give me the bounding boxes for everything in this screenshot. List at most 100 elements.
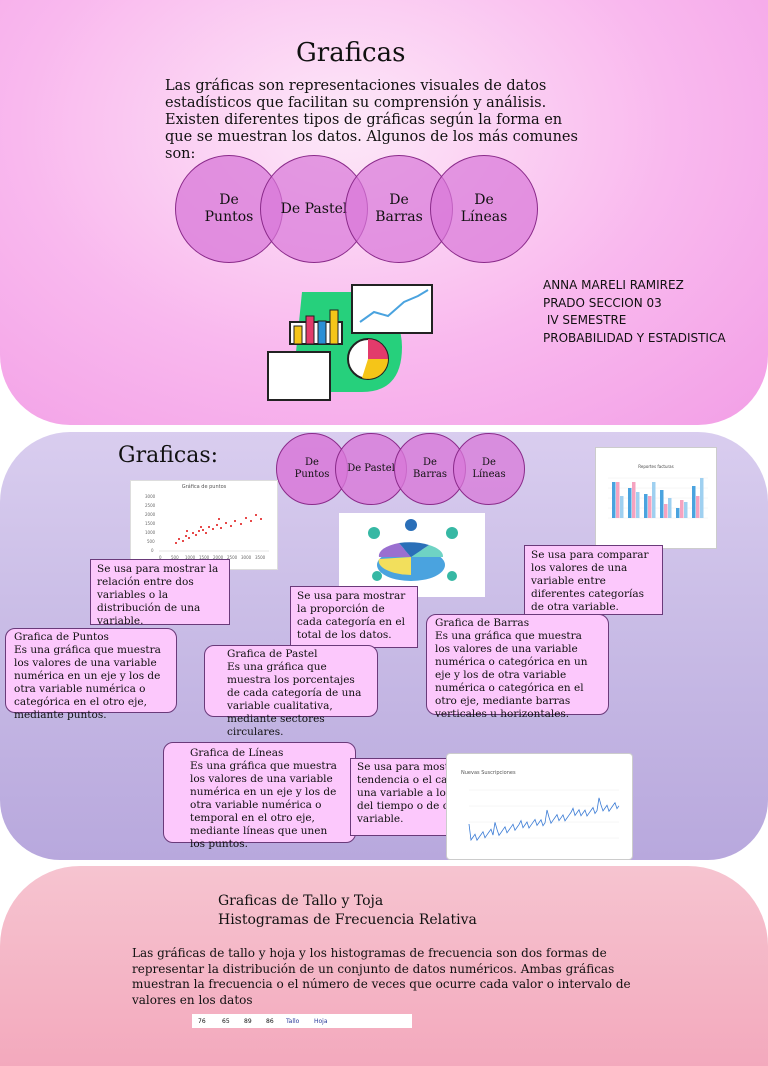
puntos-title: Grafica de Puntos — [14, 631, 109, 643]
lineas-definition: Es una gráfica que muestra los valores d… — [190, 760, 337, 850]
tick-label: 3000 — [241, 555, 252, 560]
scatter-point — [250, 520, 252, 522]
barras-definition-box: Grafica de Barras Es una gráfica que mue… — [426, 614, 609, 720]
scatter-point — [234, 520, 236, 522]
bar-mark — [616, 482, 620, 518]
circle-label: De Puntos — [204, 192, 254, 225]
stem-leaf-body: Las gráficas de tallo y hoja y los histo… — [132, 946, 631, 1007]
bar-mark — [648, 496, 652, 518]
bar-mark — [644, 494, 648, 518]
lineas-use-box: Se usa para mostrar la tendencia o el ca… — [350, 758, 452, 836]
pastel-definition: Es una gráfica que muestra los porcentaj… — [227, 661, 362, 738]
bar-mark — [676, 508, 680, 518]
table-cell: 65 — [222, 1018, 230, 1025]
bar-mark — [620, 496, 624, 518]
tick-label: 1500 — [145, 521, 156, 526]
pastel-use-box: Se usa para mostrar la proporción de cad… — [290, 586, 418, 648]
bar-plot — [608, 477, 708, 519]
lineas-definition-box: Grafica de Líneas Es una gráfica que mue… — [163, 742, 356, 850]
table-cell: 86 — [266, 1018, 274, 1025]
pie-3d-icon — [368, 519, 458, 581]
scatter-point — [188, 537, 190, 539]
bar-mark — [636, 492, 640, 518]
scatter-point — [208, 526, 210, 528]
scatter-title: Gráfica de puntos — [181, 484, 227, 490]
circle-label: De Pastel — [280, 200, 348, 217]
circle-lineas: De Líneas — [430, 155, 538, 263]
table-cell: Tallo — [286, 1018, 300, 1025]
circle-label: De Líneas — [472, 457, 506, 480]
scatter-point — [182, 540, 184, 542]
scatter-point — [218, 518, 220, 520]
scatter-point — [185, 535, 187, 537]
circle-label: De Líneas — [460, 192, 508, 225]
barras-title: Grafica de Barras — [435, 617, 530, 629]
tick-label: 0 — [159, 555, 162, 560]
table-cell: 89 — [244, 1018, 252, 1025]
charts-illustration-icon — [267, 284, 433, 401]
author-line: ANNA MARELI RAMIREZ — [543, 278, 684, 292]
scatter-point — [212, 528, 214, 530]
histogram-title: Histogramas de Frecuencia Relativa — [218, 912, 477, 928]
bar-mark — [668, 498, 672, 518]
stem-leaf-title: Graficas de Tallo y Toja — [218, 893, 384, 909]
tick-label: 2500 — [227, 555, 238, 560]
bar-mark — [612, 482, 616, 518]
puntos-definition: Es una gráfica que muestra los valores d… — [14, 644, 161, 721]
bar-mark — [700, 478, 704, 518]
bar-mark — [664, 504, 668, 518]
line-plot — [468, 789, 620, 842]
circle-label: De Puntos — [294, 457, 330, 480]
pie-chart-image — [339, 513, 485, 597]
scatter-point — [245, 517, 247, 519]
bar-mark — [680, 500, 684, 518]
pastel-definition-box: Grafica de Pastel Es una gráfica que mue… — [204, 645, 378, 738]
section-title: Graficas: — [118, 443, 219, 468]
small-circle-lineas: De Líneas — [453, 433, 525, 505]
scatter-point — [202, 529, 204, 531]
scatter-chart-image: Gráfica de puntos 3000 2500 2000 1500 10… — [130, 480, 278, 570]
barras-use-box: Se usa para comparar los valores de una … — [524, 545, 663, 615]
intro-text: Las gráficas son representaciones visual… — [165, 78, 578, 162]
scatter-point — [260, 518, 262, 520]
table-cell: Hoja — [314, 1018, 328, 1025]
tick-label: 1500 — [199, 555, 210, 560]
line-chart-image: Nuevas Suscripciones — [446, 753, 633, 860]
lineas-title: Grafica de Líneas — [190, 747, 284, 759]
scatter-point — [200, 526, 202, 528]
scatter-point — [192, 532, 194, 534]
author-line: PROBABILIDAD Y ESTADISTICA — [543, 330, 726, 345]
bar-title: Reportes facturas — [638, 464, 674, 469]
bar-mark — [632, 482, 636, 518]
bar-mark — [684, 502, 688, 518]
author-line: PRADO SECCION 03 — [543, 295, 662, 310]
scatter-plot: 3000 2500 2000 1500 1000 500 0 0 500 100… — [145, 494, 269, 560]
tick-label: 500 — [171, 555, 179, 560]
circle-label: De Barras — [375, 192, 423, 225]
scatter-point — [225, 522, 227, 524]
scatter-point — [240, 523, 242, 525]
scatter-point — [230, 525, 232, 527]
tick-label: 0 — [151, 548, 154, 553]
scatter-point — [195, 534, 197, 536]
scatter-point — [216, 524, 218, 526]
scatter-point — [198, 530, 200, 532]
bar-mark — [660, 490, 664, 518]
puntos-definition-box: Grafica de Puntos Es una gráfica que mue… — [5, 628, 177, 721]
circle-label: De Pastel — [347, 463, 395, 474]
barras-definition: Es una gráfica que muestra los valores d… — [435, 630, 588, 720]
tick-label: 3000 — [145, 494, 156, 499]
page-title: Graficas — [296, 38, 406, 68]
bar-mark — [696, 496, 700, 518]
circle-label: De Barras — [413, 457, 447, 480]
bar-mark — [692, 486, 696, 518]
tick-label: 2000 — [145, 512, 156, 517]
pastel-use-text: Se usa para mostrar la proporción de cad… — [297, 590, 406, 641]
tick-label: 2000 — [213, 555, 224, 560]
circle-barras: De Barras — [345, 155, 453, 263]
tick-label: 500 — [147, 539, 155, 544]
author-line: IV SEMESTRE — [543, 313, 627, 327]
table-cell: 76 — [198, 1018, 206, 1025]
tick-label: 2500 — [145, 503, 156, 508]
scatter-point — [175, 542, 177, 544]
